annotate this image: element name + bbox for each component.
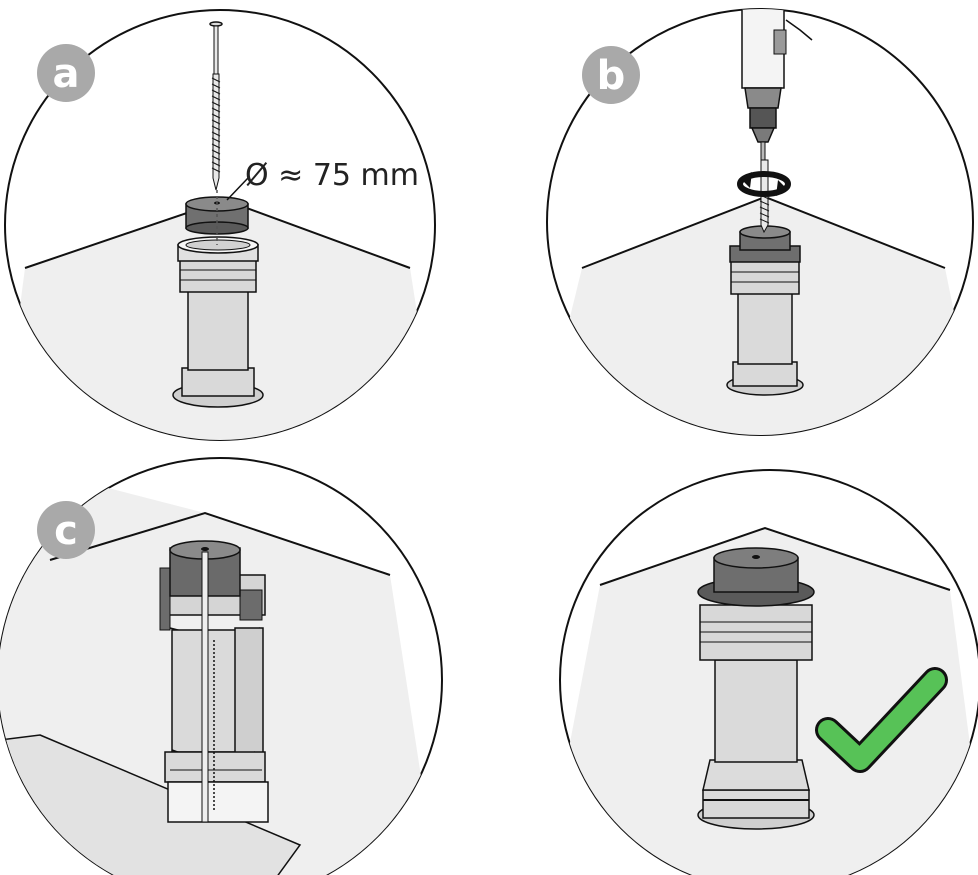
step-badge-a: a: [37, 44, 95, 102]
pipe-icon: [159, 567, 269, 823]
step-label-a: a: [53, 51, 80, 97]
cap-icon: [713, 547, 799, 593]
pipe-icon: [697, 577, 815, 830]
rotation-arrow-icon: [737, 171, 791, 197]
dimension-leader: [226, 177, 249, 201]
drill-icon: [741, 9, 813, 171]
floor-edge: [49, 511, 391, 576]
panel-c: c: [0, 457, 443, 875]
step-badge-b: b: [582, 46, 640, 104]
diameter-annotation: Ø ≈ 75 mm: [245, 158, 419, 193]
step-label-b: b: [597, 53, 626, 99]
checkmark-icon: [815, 667, 948, 773]
step-label-c: c: [54, 508, 78, 554]
screw-icon: [209, 21, 223, 191]
screw-icon: [201, 551, 215, 823]
pipe-icon: [726, 245, 804, 396]
panel-b: b: [546, 8, 974, 436]
step-badge-c: c: [37, 501, 95, 559]
pipe-icon: [172, 236, 264, 408]
panel-result: [559, 469, 978, 875]
floor-edge: [599, 526, 951, 591]
panel-a: Ø ≈ 75 mm a: [4, 9, 436, 441]
